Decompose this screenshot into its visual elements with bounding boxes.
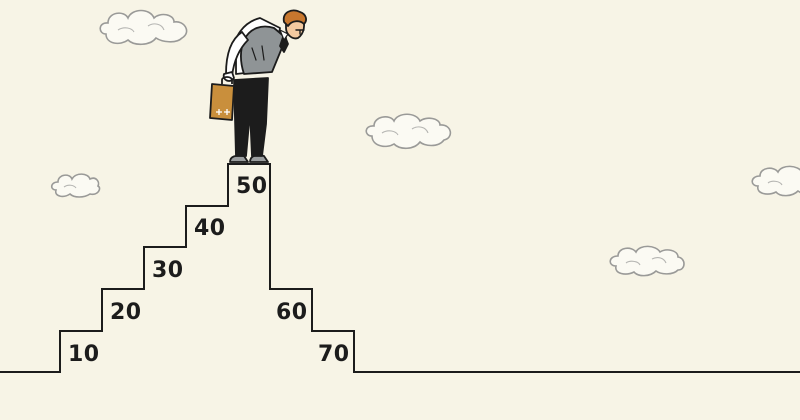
staircase-outline [0, 163, 800, 373]
businessman-figure [222, 9, 307, 163]
cloud-icon [50, 173, 101, 198]
step-label-10: 10 [68, 342, 100, 367]
tie [279, 33, 289, 53]
step-label-70: 70 [318, 342, 350, 367]
step-label-60: 60 [276, 300, 308, 325]
cloud-icon [99, 9, 188, 46]
cloud-icon [609, 245, 685, 277]
step-label-30: 30 [152, 258, 184, 283]
vest [240, 25, 287, 75]
cloud-icon [751, 165, 800, 197]
cloud-icon [365, 113, 452, 150]
briefcase-icon [209, 76, 235, 121]
step-label-40: 40 [194, 216, 226, 241]
step-label-50: 50 [236, 174, 268, 199]
hair [282, 9, 307, 27]
trousers [233, 77, 269, 157]
step-label-20: 20 [110, 300, 142, 325]
